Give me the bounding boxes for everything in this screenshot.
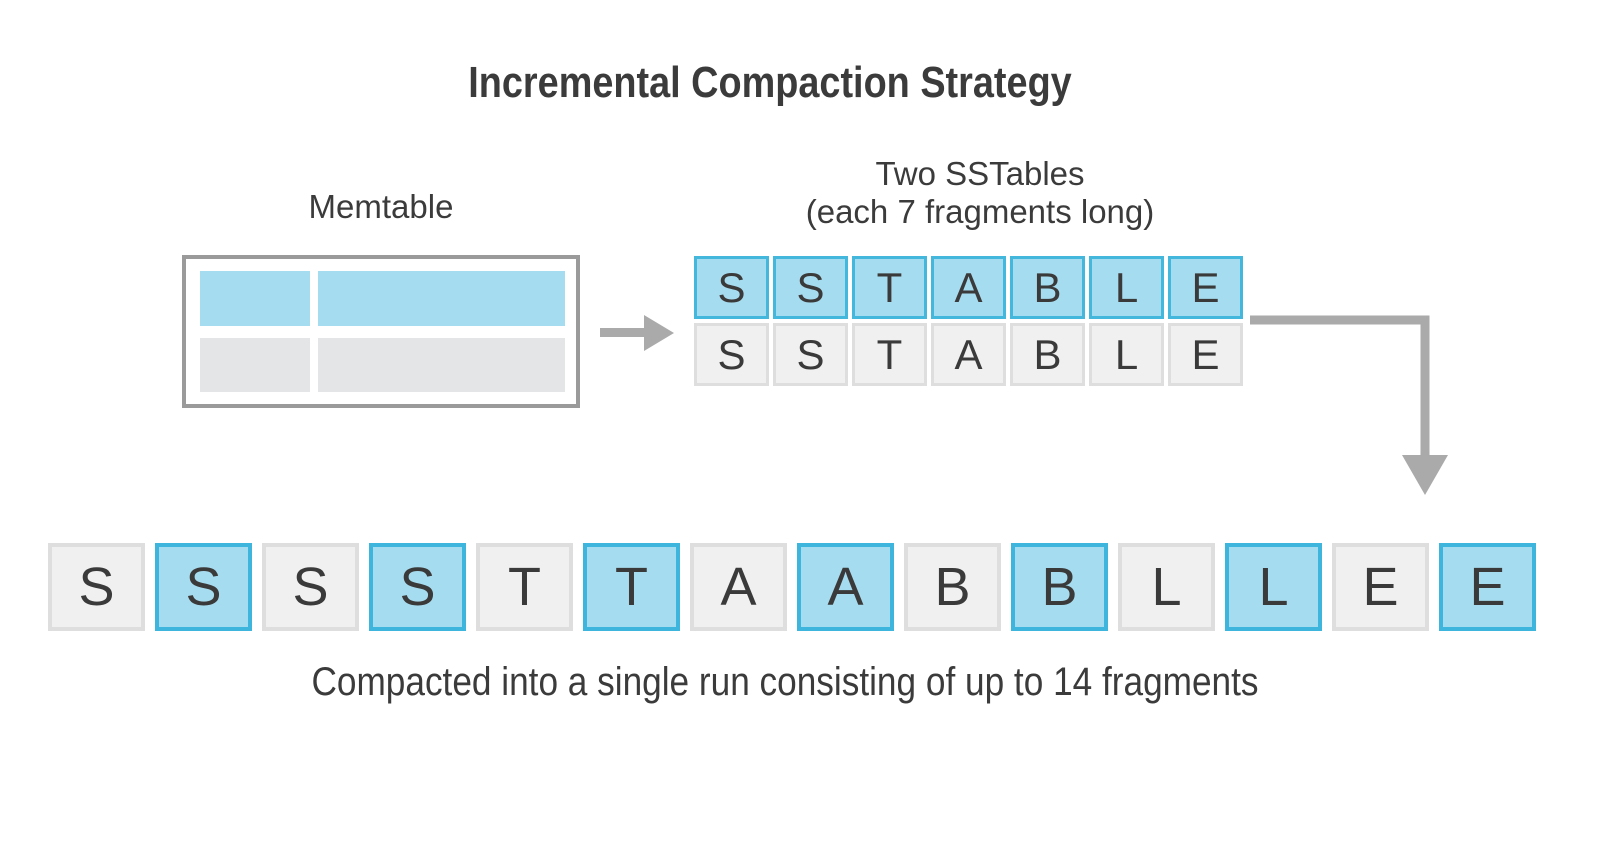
sstable-fragment: B bbox=[1010, 323, 1085, 386]
memtable-cell bbox=[200, 337, 310, 392]
memtable-grid bbox=[200, 271, 565, 392]
arrow-right-icon bbox=[600, 315, 674, 351]
run-fragment: A bbox=[797, 543, 894, 631]
arrow-elbow-down-icon bbox=[1250, 315, 1448, 495]
run-fragment: B bbox=[904, 543, 1001, 631]
sstable-fragment: S bbox=[773, 256, 848, 319]
run-fragment: B bbox=[1011, 543, 1108, 631]
sstables-label: Two SSTables (each 7 fragments long) bbox=[700, 155, 1260, 231]
run-fragment: L bbox=[1118, 543, 1215, 631]
sstable-fragment: S bbox=[773, 323, 848, 386]
run-fragment: A bbox=[690, 543, 787, 631]
sstable-fragment: E bbox=[1168, 256, 1243, 319]
sstables-label-line2: (each 7 fragments long) bbox=[805, 193, 1155, 230]
sstables-label-line1: Two SSTables bbox=[875, 155, 1085, 192]
memtable-cell bbox=[318, 337, 565, 392]
sstable-fragment: L bbox=[1089, 323, 1164, 386]
sstable-fragment: T bbox=[852, 256, 927, 319]
run-fragment: E bbox=[1332, 543, 1429, 631]
sstable-row-gray: S S T A B L E bbox=[694, 323, 1243, 386]
compacted-run-row: S S S S T T A A B B L L E E bbox=[48, 543, 1536, 631]
sstable-fragment: E bbox=[1168, 323, 1243, 386]
sstable-fragment: A bbox=[931, 323, 1006, 386]
run-fragment: E bbox=[1439, 543, 1536, 631]
page-title: Incremental Compaction Strategy bbox=[468, 58, 1072, 107]
sstable-fragment: B bbox=[1010, 256, 1085, 319]
compaction-arrow bbox=[1250, 310, 1450, 505]
sstable-fragment: L bbox=[1089, 256, 1164, 319]
flush-arrow bbox=[600, 313, 674, 353]
run-fragment: T bbox=[583, 543, 680, 631]
run-fragment: S bbox=[262, 543, 359, 631]
run-fragment: S bbox=[369, 543, 466, 631]
sstables-group: S S T A B L E S S T A B L E bbox=[694, 256, 1243, 390]
run-fragment: L bbox=[1225, 543, 1322, 631]
sstable-fragment: A bbox=[931, 256, 1006, 319]
run-fragment: S bbox=[48, 543, 145, 631]
memtable-box bbox=[182, 255, 580, 408]
sstable-fragment: S bbox=[694, 256, 769, 319]
sstable-row-blue: S S T A B L E bbox=[694, 256, 1243, 319]
run-fragment: T bbox=[476, 543, 573, 631]
compacted-run-caption: Compacted into a single run consisting o… bbox=[311, 660, 1259, 704]
run-fragment: S bbox=[155, 543, 252, 631]
memtable-label: Memtable bbox=[308, 188, 454, 225]
sstable-fragment: T bbox=[852, 323, 927, 386]
memtable-cell bbox=[200, 271, 310, 326]
memtable-cell bbox=[318, 271, 565, 326]
sstable-fragment: S bbox=[694, 323, 769, 386]
